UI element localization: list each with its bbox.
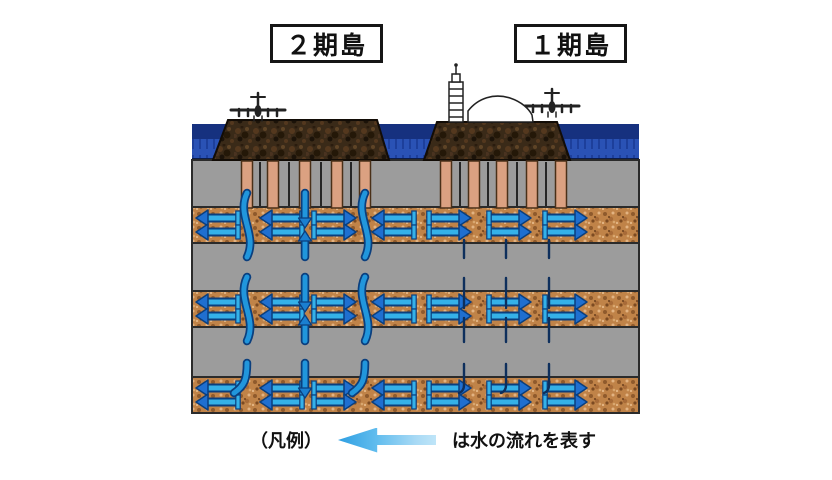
pillar-gap-lines [259, 162, 547, 206]
airplane-icon [229, 91, 287, 122]
water-flow-arrows [195, 188, 588, 411]
water-flow-arrow-icon [338, 427, 436, 453]
island1-label: １期島 [529, 31, 611, 60]
clay-layer-3 [191, 326, 640, 378]
terminal-building-icon [467, 95, 534, 123]
clay-layer-2 [191, 242, 640, 292]
island2-label-box: ２期島 [270, 24, 383, 63]
island-1 [422, 121, 572, 161]
legend-description: は水の流れを表す [452, 431, 596, 451]
airplane-icon [523, 87, 581, 118]
island1-label-box: １期島 [514, 24, 627, 63]
legend-caption: （凡例） [250, 431, 322, 451]
legend: （凡例） は水の流れを表す [250, 427, 596, 453]
island-2 [211, 119, 391, 161]
island2-label: ２期島 [285, 31, 367, 60]
control-tower-icon [448, 63, 464, 123]
sand-drain-pillars [240, 160, 568, 209]
